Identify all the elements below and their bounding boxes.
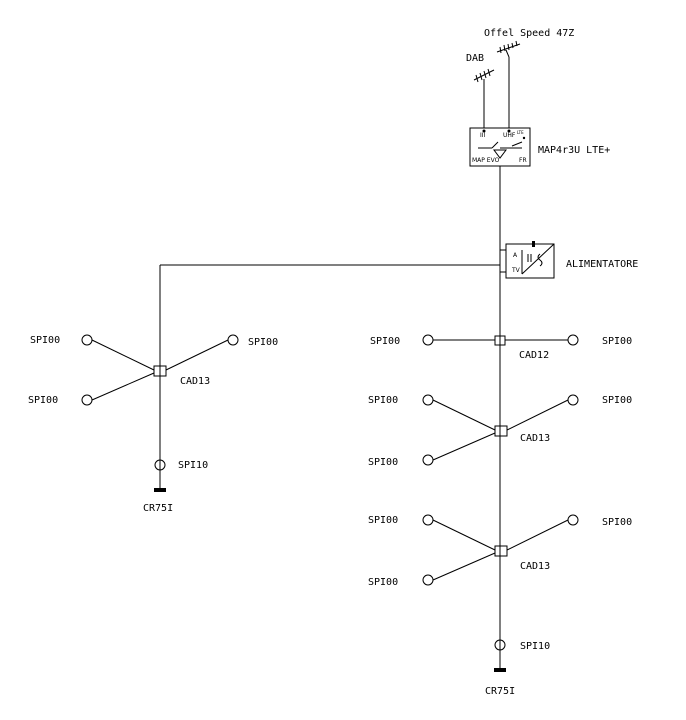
tap3-top-left-outlet: SPI00: [368, 515, 398, 526]
amplifier-fr: FR: [519, 157, 527, 164]
power-supply-box: [499, 241, 555, 279]
tap2-top-left-outlet: SPI00: [368, 395, 398, 406]
tap1-left-outlet: SPI00: [370, 336, 400, 347]
dab-antenna: [473, 68, 495, 128]
left-end-outlet-label: SPI10: [178, 460, 208, 471]
amplifier-input-uhf: UHF: [503, 132, 516, 139]
amplifier-brand: MAP EVO: [472, 157, 500, 164]
tap2-bottom-left-outlet: SPI00: [368, 457, 398, 468]
right-tap-2: [422, 394, 579, 466]
power-supply-port-tv: TV: [511, 267, 521, 274]
tap2-label: CAD13: [520, 433, 550, 444]
left-splitter-label: CAD13: [180, 376, 210, 387]
left-terminator-label: CR75I: [143, 503, 173, 514]
amplifier-input-iii: III: [480, 132, 486, 139]
amplifier-label: MAP4r3U LTE+: [538, 145, 610, 156]
tap1-right-outlet: SPI00: [602, 336, 632, 347]
left-outlet-top-left: SPI00: [30, 335, 60, 346]
tap3-top-right-outlet: SPI00: [602, 517, 632, 528]
dab-antenna-label: DAB: [466, 53, 484, 64]
tap3-bottom-left-outlet: SPI00: [368, 577, 398, 588]
left-branch-cable: [159, 264, 500, 460]
right-tap-3: [422, 514, 579, 586]
amplifier-filter: LTE: [517, 130, 524, 135]
right-terminator-label: CR75I: [485, 686, 515, 697]
left-outlet-bottom-left: SPI00: [28, 395, 58, 406]
tap3-label: CAD13: [520, 561, 550, 572]
uhf-antenna: [496, 40, 521, 128]
right-end-outlet-label: SPI10: [520, 641, 550, 652]
tap2-top-right-outlet: SPI00: [602, 395, 632, 406]
left-splitter: [81, 334, 239, 406]
power-supply-label: ALIMENTATORE: [566, 259, 638, 270]
power-supply-port-a: A: [513, 252, 518, 259]
right-end-outlet: [494, 639, 506, 672]
uhf-antenna-label: Offel Speed 47Z: [484, 28, 574, 39]
left-outlet-top-right: SPI00: [248, 337, 278, 348]
amplifier-box: [469, 127, 531, 167]
tap1-label: CAD12: [519, 350, 549, 361]
right-tap-1: [422, 334, 579, 346]
left-end-outlet: [154, 459, 166, 492]
